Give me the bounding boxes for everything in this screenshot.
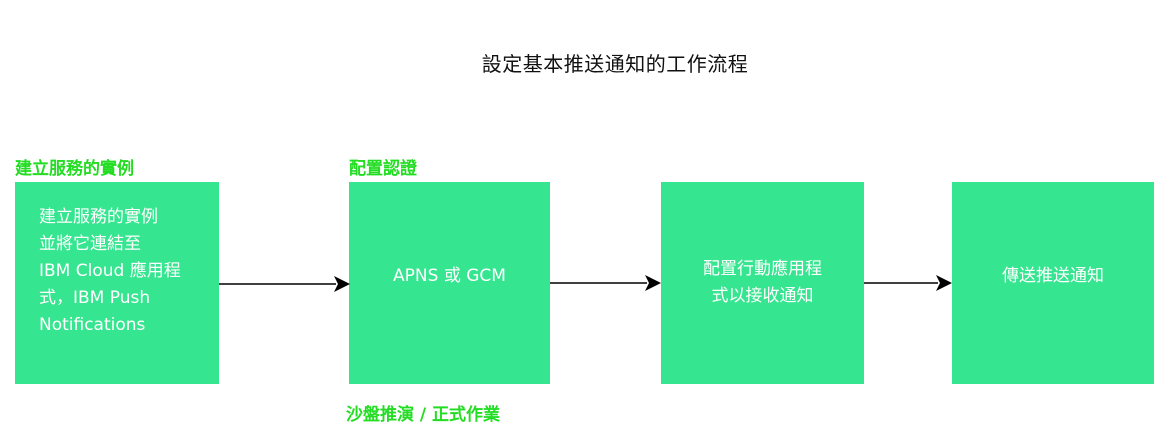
arrow-3 (864, 275, 952, 291)
step-line: 建立服務的實例 (39, 207, 158, 227)
step-box-send-notification: 傳送推送通知 (952, 182, 1154, 384)
step-line: 配置行動應用程 (703, 259, 822, 279)
step-text: 建立服務的實例 並將它連結至 IBM Cloud 應用程 式，IBM Push … (39, 204, 205, 339)
label-configure-credentials: 配置認證 (349, 159, 417, 179)
label-sandbox-production: 沙盤推演 / 正式作業 (346, 405, 501, 425)
arrow-1 (219, 276, 350, 292)
step-text: 配置行動應用程 式以接收通知 (703, 256, 822, 310)
step-line: IBM Cloud 應用程 (39, 261, 181, 281)
step-line: 式，IBM Push (39, 288, 151, 308)
step-line: 並將它連結至 (39, 234, 141, 254)
step-line: 傳送推送通知 (1002, 265, 1104, 286)
step-box-configure-app: 配置行動應用程 式以接收通知 (661, 182, 864, 384)
label-create-instance: 建立服務的實例 (15, 159, 134, 179)
arrow-2 (550, 275, 661, 291)
step-line: APNS 或 GCM (393, 265, 506, 286)
step-line: 式以接收通知 (711, 286, 814, 306)
step-box-apns-gcm: APNS 或 GCM (349, 182, 550, 384)
step-box-create-instance: 建立服務的實例 並將它連結至 IBM Cloud 應用程 式，IBM Push … (15, 182, 219, 384)
diagram-title: 設定基本推送通知的工作流程 (481, 52, 749, 76)
step-text: 傳送推送通知 (1002, 263, 1104, 290)
step-text: APNS 或 GCM (393, 263, 506, 290)
step-line: Notifications (39, 315, 146, 335)
